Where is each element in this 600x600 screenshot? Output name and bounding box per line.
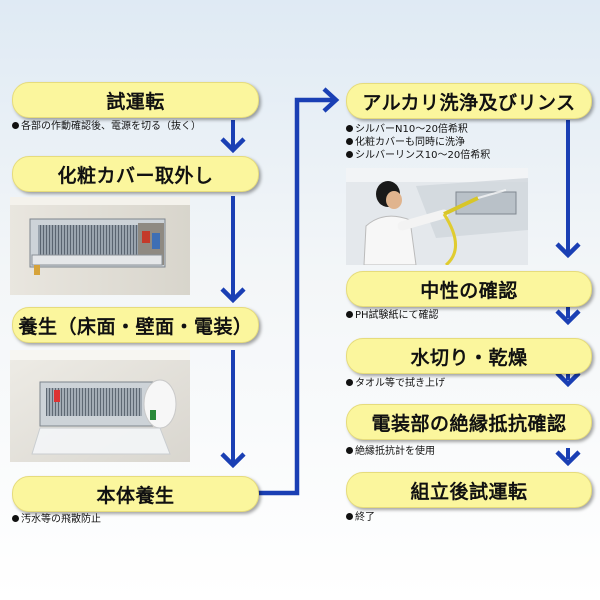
step-protect-body: 本体養生 [12,476,259,512]
bullet-icon [12,122,19,129]
arrow-down-icon [557,448,579,463]
connector-arrow-icon [258,87,340,496]
step-final-test-run: 組立後試運転 [346,472,592,508]
step-protect-area: 養生（床面・壁面・電装） [12,307,259,343]
step-alkali-wash: アルカリ洗浄及びリンス [346,83,592,119]
arrow-down-icon [557,120,579,255]
step-note: 終了 [346,512,375,524]
step-drain-dry: 水切り・乾燥 [346,338,592,374]
arrow-down-icon [222,350,244,465]
step-note: 化粧カバーも同時に洗浄 [346,137,465,149]
step-note: 絶縁抵抗計を使用 [346,446,435,458]
step-label: 中性の確認 [420,279,518,302]
step-label: 化粧カバー取外し [57,164,214,187]
photo-ac-unit-covered [10,350,190,462]
step-label: 養生（床面・壁面・電装） [18,315,253,338]
bullet-icon [346,311,353,318]
step-neutral-check: 中性の確認 [346,271,592,307]
arrow-down-icon [222,120,244,150]
arrow-down-icon [557,305,579,322]
step-insulation-check: 電装部の絶縁抵抗確認 [346,404,592,440]
step-note: 各部の作動確認後、電源を切る（抜く） [12,121,201,133]
step-label: アルカリ洗浄及びリンス [362,91,576,114]
step-note: シルバーリンス10〜20倍希釈 [346,150,490,162]
step-note: シルバーN10〜20倍希釈 [346,124,468,136]
bullet-icon [346,447,353,454]
bullet-icon [346,513,353,520]
step-label: 組立後試運転 [410,480,528,503]
step-label: 試運転 [106,90,165,113]
step-test-run: 試運転 [12,82,259,118]
bullet-icon [346,379,353,386]
bullet-icon [346,138,353,145]
bullet-icon [346,125,353,132]
step-label: 電装部の絶縁抵抗確認 [371,412,567,435]
bullet-icon [346,151,353,158]
arrow-down-icon [222,196,244,300]
step-label: 水切り・乾燥 [410,346,528,369]
step-remove-cover: 化粧カバー取外し [12,156,259,192]
step-label: 本体養生 [96,484,175,507]
step-note: 汚水等の飛散防止 [12,514,101,526]
step-note: PH試験紙にて確認 [346,310,439,322]
bullet-icon [12,515,19,522]
photo-technician-washing [346,168,528,265]
photo-ac-unit-uncovered [10,197,190,295]
step-note: タオル等で拭き上げ [346,378,445,390]
